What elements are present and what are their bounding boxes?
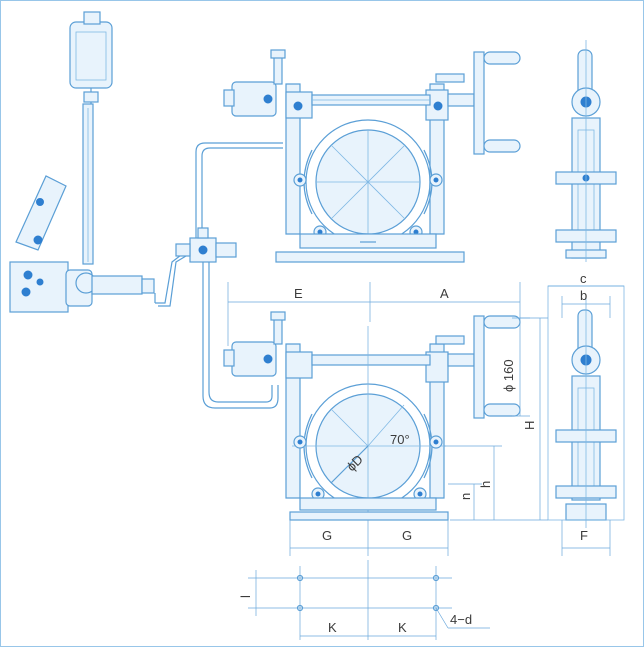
label-n: n — [458, 493, 473, 500]
label-E: E — [294, 286, 303, 301]
hydraulic-hose — [175, 142, 283, 409]
label-phi-160: ϕ 160 — [501, 359, 516, 392]
brake-bottom-view — [223, 311, 521, 521]
dimension-labels: E A c b ϕ 160 H 70° ϕD h n G G F l K K 4… — [238, 271, 588, 635]
side-view-top — [555, 40, 617, 262]
label-l: l — [238, 595, 253, 598]
label-K-right: K — [398, 620, 407, 635]
label-b: b — [580, 288, 587, 303]
label-c: c — [580, 271, 587, 286]
label-K-left: K — [328, 620, 337, 635]
label-hole-count: 4−d — [450, 612, 472, 627]
label-H: H — [522, 421, 537, 430]
label-angle-70: 70° — [390, 432, 410, 447]
label-A: A — [440, 286, 449, 301]
brake-top-view — [223, 49, 521, 263]
dimension-lines — [227, 282, 624, 640]
label-G-right: G — [402, 528, 412, 543]
label-G-left: G — [322, 528, 332, 543]
label-F: F — [580, 528, 588, 543]
label-h: h — [478, 481, 493, 488]
side-view-bottom — [547, 285, 625, 528]
pedal-assembly — [9, 11, 187, 313]
